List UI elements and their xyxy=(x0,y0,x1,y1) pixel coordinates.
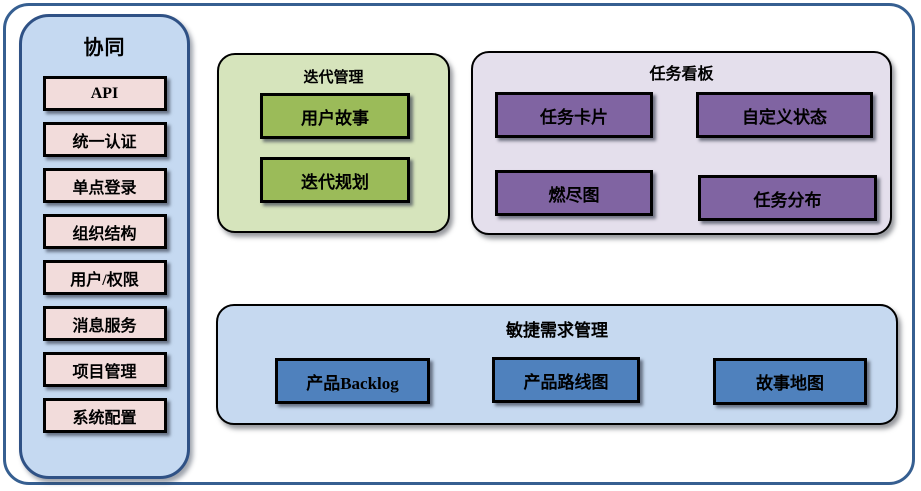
sidebar-item-user-permissions: 用户/权限 xyxy=(42,260,167,295)
sidebar-item-unified-auth: 统一认证 xyxy=(42,122,167,157)
sidebar-item-system-config: 系统配置 xyxy=(42,398,167,433)
feature-custom-status: 自定义状态 xyxy=(696,92,873,138)
sidebar-item-api: API xyxy=(42,76,167,111)
collaboration-item-list: API 统一认证 单点登录 组织结构 用户/权限 消息服务 项目管理 系统配置 xyxy=(22,76,187,433)
agile-requirements-panel: 敏捷需求管理 产品Backlog 产品路线图 故事地图 xyxy=(216,304,898,425)
sidebar-item-project-management: 项目管理 xyxy=(42,352,167,387)
feature-task-distribution: 任务分布 xyxy=(698,175,877,221)
feature-user-story: 用户故事 xyxy=(260,93,410,139)
feature-iteration-planning: 迭代规划 xyxy=(260,157,410,203)
agile-requirements-title: 敏捷需求管理 xyxy=(506,321,608,340)
task-board-title: 任务看板 xyxy=(649,66,714,83)
feature-burndown-chart: 燃尽图 xyxy=(495,170,653,216)
sidebar-item-message-service: 消息服务 xyxy=(42,306,167,341)
diagram-frame: 协同 API 统一认证 单点登录 组织结构 用户/权限 消息服务 项目管理 系统… xyxy=(3,3,915,485)
collaboration-panel: 协同 API 统一认证 单点登录 组织结构 用户/权限 消息服务 项目管理 系统… xyxy=(19,14,190,479)
feature-story-map: 故事地图 xyxy=(713,358,867,405)
feature-product-roadmap: 产品路线图 xyxy=(492,357,640,403)
sidebar-item-single-sign-on: 单点登录 xyxy=(42,168,167,203)
feature-task-card: 任务卡片 xyxy=(495,92,653,138)
iteration-management-panel: 迭代管理 用户故事 迭代规划 xyxy=(217,53,450,233)
iteration-management-title: 迭代管理 xyxy=(303,69,364,86)
collaboration-panel-title: 协同 xyxy=(83,37,126,59)
sidebar-item-org-structure: 组织结构 xyxy=(42,214,167,249)
feature-product-backlog: 产品Backlog xyxy=(275,358,430,404)
task-board-panel: 任务看板 任务卡片 自定义状态 燃尽图 任务分布 xyxy=(471,51,892,235)
